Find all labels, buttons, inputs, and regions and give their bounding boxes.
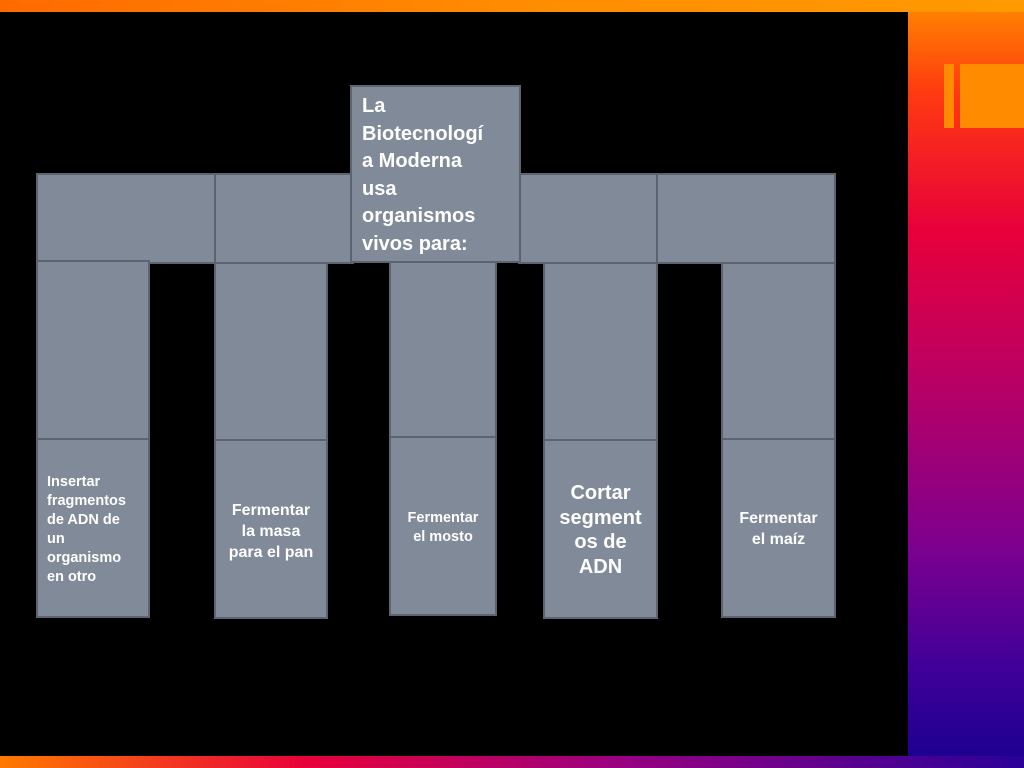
branch-4-stem (543, 262, 658, 442)
connector-segment-3 (518, 173, 658, 264)
connector-segment-2 (214, 173, 354, 264)
branch-5-leaf (721, 438, 836, 618)
branch-3-leaf (389, 436, 497, 616)
branch-4-leaf (543, 439, 658, 619)
connector-segment-4 (656, 173, 836, 264)
title-line: organismos (362, 205, 476, 227)
title-line: Biotecnologí (362, 122, 484, 145)
branch-3-text: Fermentar el mosto (407, 510, 479, 545)
bottom-gradient-strip (0, 756, 1024, 768)
title-line: vivos para: (362, 232, 468, 255)
decorative-bar-wide (960, 64, 1024, 128)
title-line: usa (362, 177, 397, 200)
connector-segment-1 (36, 173, 216, 264)
root-node-title: La Biotecnologí a Moderna usa organismos… (350, 85, 521, 263)
branch-4-text: Cortar segment os de ADN (559, 482, 642, 578)
branch-3-stem (389, 260, 497, 440)
branch-1-stem (36, 260, 150, 440)
branch-5-stem (721, 262, 836, 442)
branch-2-leaf (214, 439, 328, 619)
branch-2-stem (214, 262, 328, 442)
title-line: a Moderna (362, 150, 463, 172)
decorative-bar-thin (944, 64, 954, 128)
branch-1-text: Insertar fragmentos de ADN de un organis… (47, 474, 126, 585)
branch-2-text: Fermentar la masa para el pan (228, 501, 314, 561)
branch-1-leaf (36, 438, 150, 618)
branch-5-text: Fermentar el maíz (739, 510, 818, 548)
title-line: La (362, 95, 386, 117)
top-gradient-strip (0, 0, 1024, 12)
